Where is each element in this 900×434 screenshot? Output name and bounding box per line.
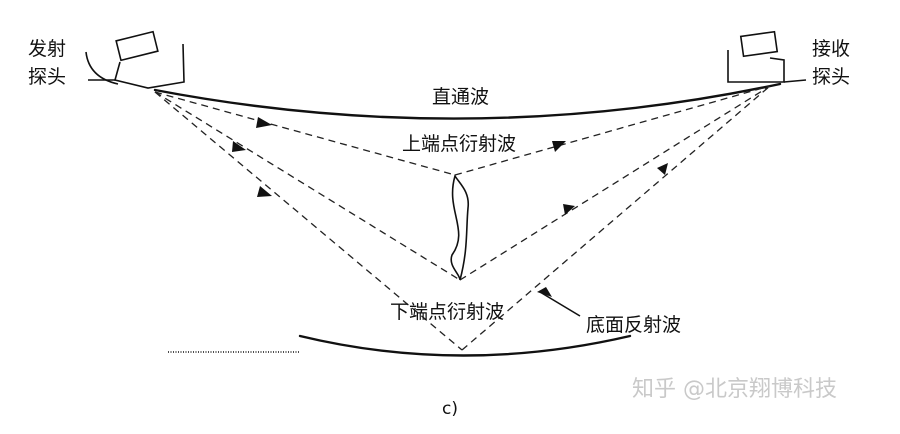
transmitter-label-line1: 发射: [28, 38, 66, 60]
ray-lower-tip-to-rx: [459, 85, 771, 281]
arrow-lower-out: [563, 204, 575, 215]
crack-defect: [450, 174, 470, 281]
transmitter-crystal: [115, 30, 159, 62]
direct-wave-label: 直通波: [432, 86, 489, 108]
ray-upper-tip-to-rx: [454, 85, 771, 176]
ray-arrows: [232, 117, 668, 297]
watermark: 知乎 @北京翔博科技: [632, 377, 837, 402]
ray-paths: [154, 85, 771, 351]
ray-tx-to-upper-tip: [154, 91, 456, 176]
receiver-probe: [727, 30, 807, 83]
backwall-pointer-line: [539, 291, 581, 317]
arrow-backwall-pointer: [537, 287, 552, 297]
transmitter-probe: [85, 30, 185, 89]
backwall-wave-label: 底面反射波: [586, 314, 681, 336]
ray-tx-to-lower-tip: [154, 91, 461, 281]
backwall-surface: [298, 334, 632, 357]
transmitter-label-line2: 探头: [28, 66, 66, 88]
transmitter-wedge: [114, 43, 185, 89]
direct-wave-path: [153, 82, 782, 120]
upper-tip-wave-label: 上端点衍射波: [402, 133, 516, 155]
receiver-label-line2: 探头: [812, 66, 850, 88]
ray-tx-to-backwall: [154, 91, 463, 351]
lower-tip-wave-label: 下端点衍射波: [390, 301, 504, 323]
arrow-lower-in: [232, 141, 246, 152]
arrow-upper-in: [256, 117, 272, 128]
arrow-upper-out: [552, 141, 566, 152]
receiver-label-line1: 接收: [812, 38, 850, 60]
receiver-base: [783, 79, 807, 83]
arrow-backwall-out: [657, 163, 668, 175]
transmitter-cable: [85, 51, 119, 85]
arrow-backwall-in: [257, 186, 272, 197]
figure-caption: c): [442, 399, 458, 419]
receiver-crystal: [739, 30, 779, 58]
ray-backwall-to-rx: [461, 85, 771, 351]
